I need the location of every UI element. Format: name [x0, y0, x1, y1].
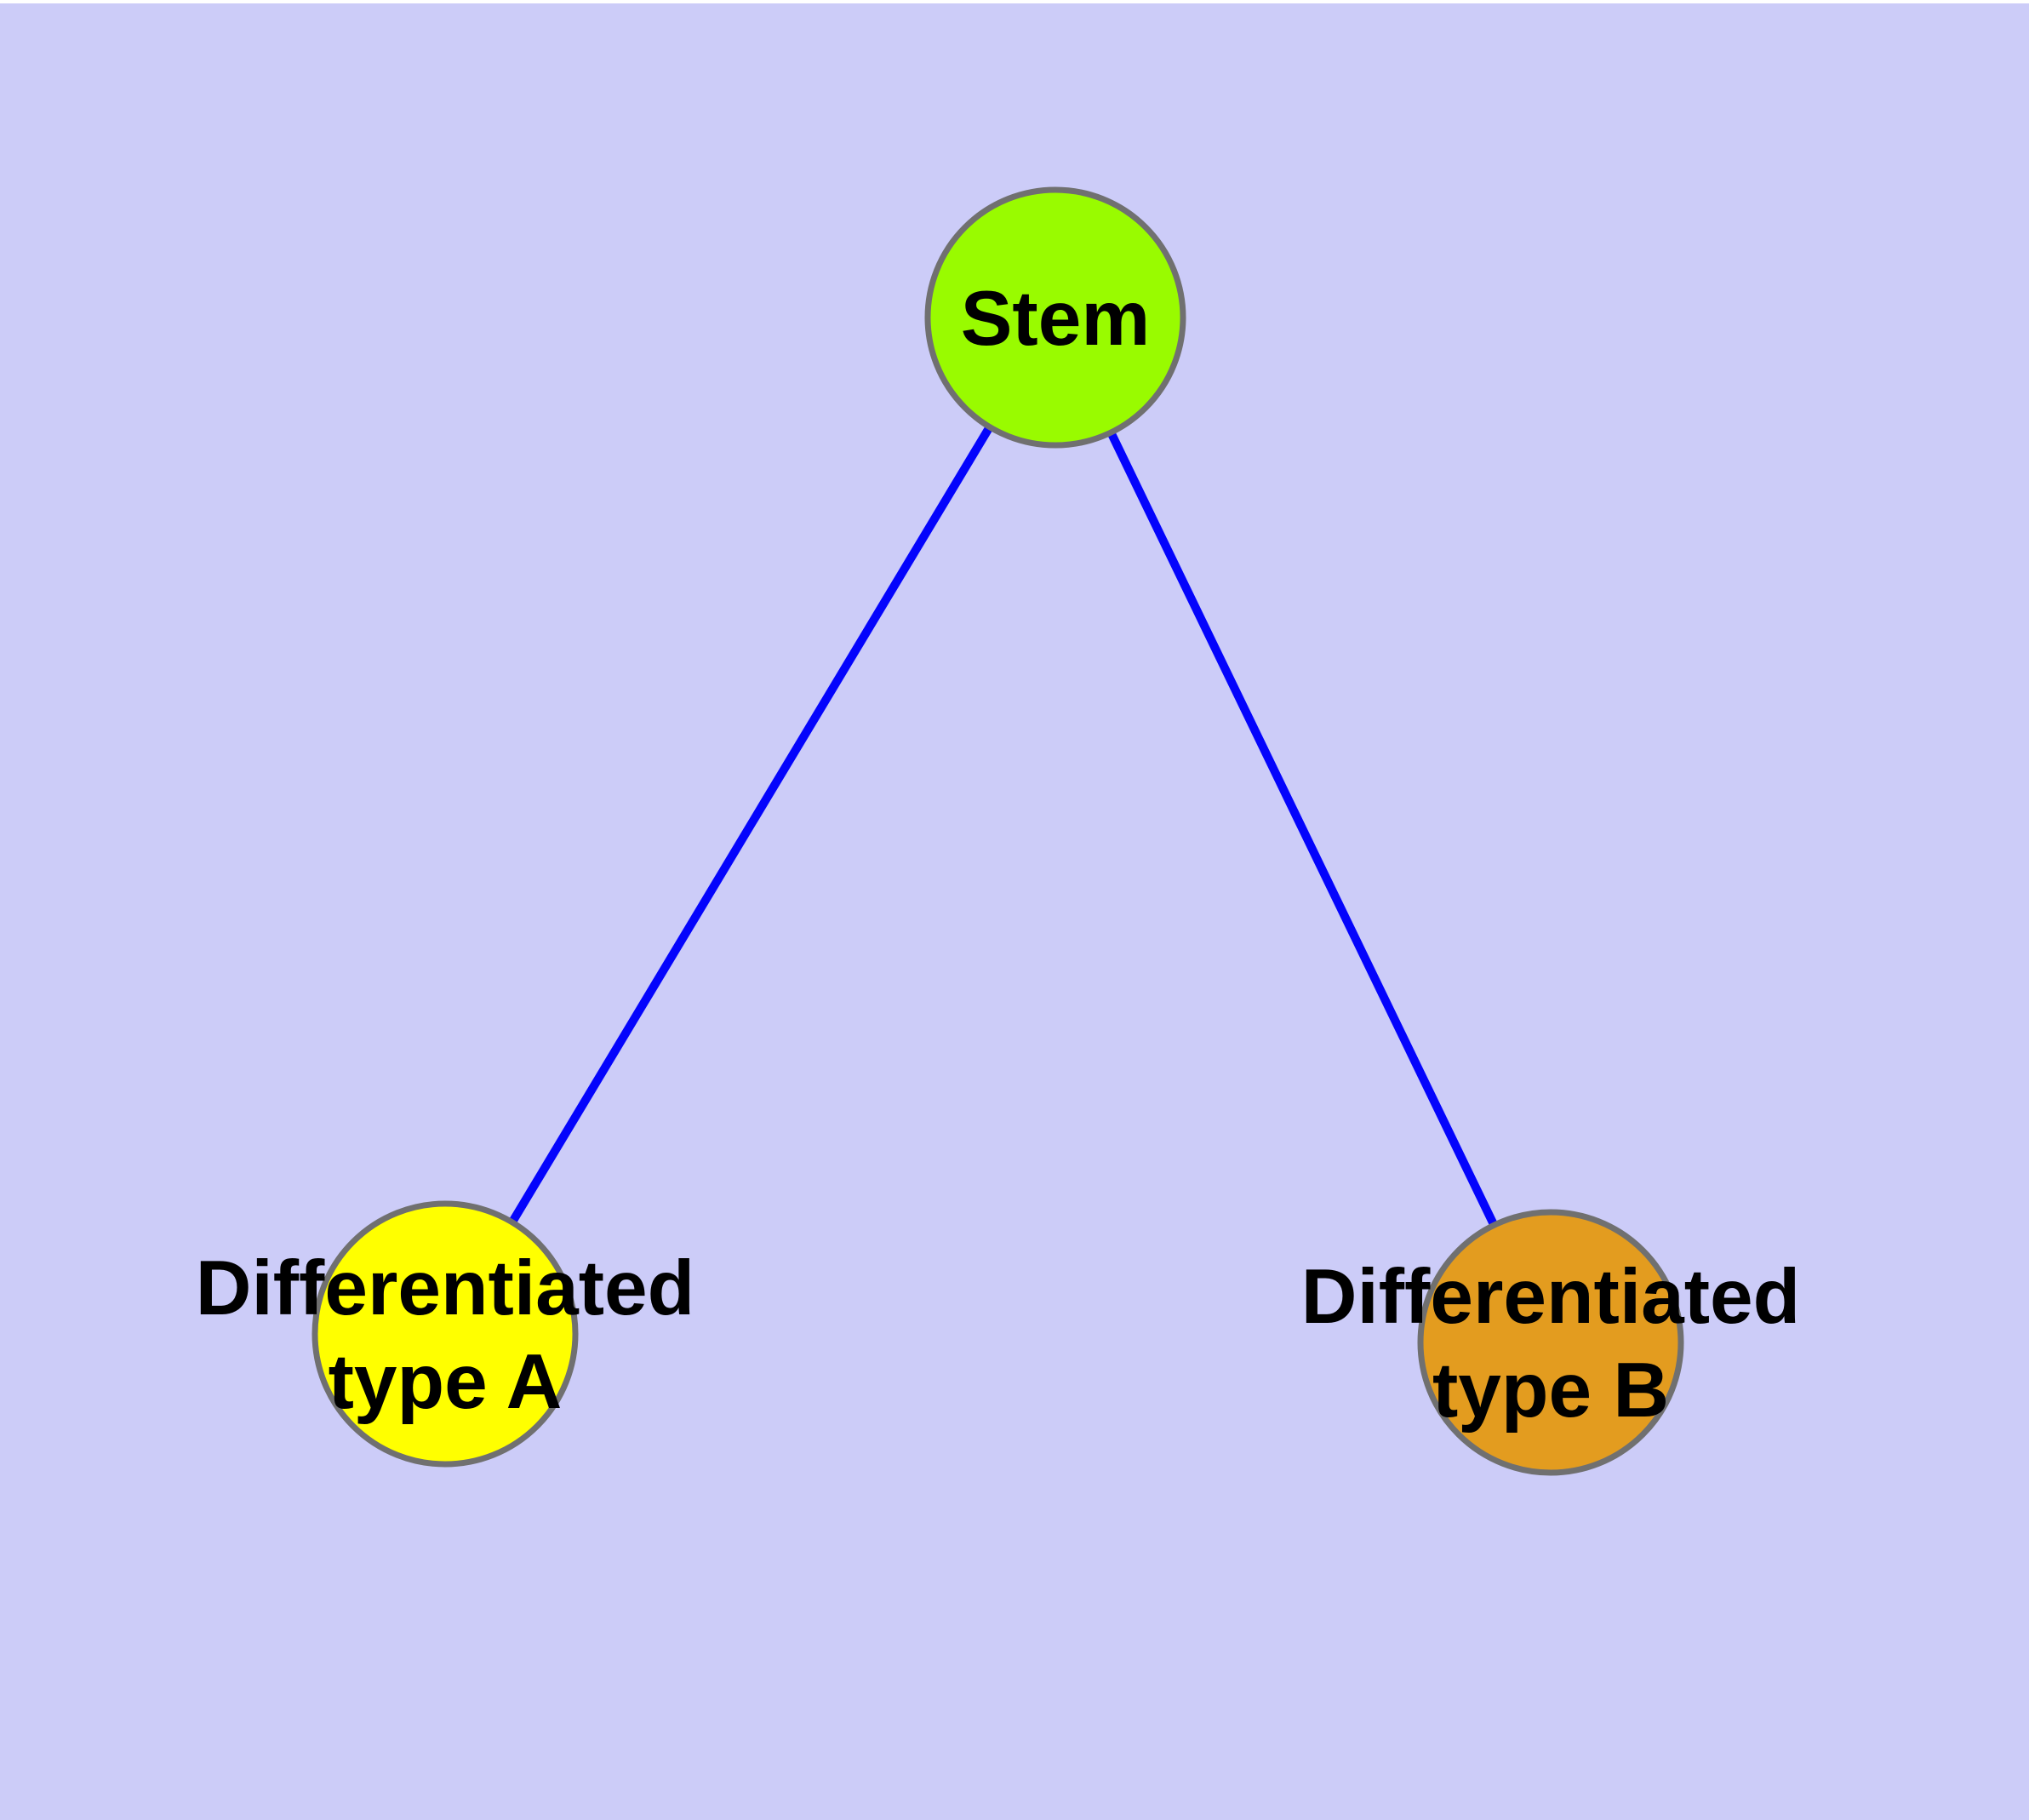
node-stem-circle — [924, 186, 1186, 449]
node-type-a: Differentiated type A — [196, 1200, 695, 1468]
edge-stem-to-type-b — [1051, 315, 1555, 1345]
node-type-a-circle — [311, 1200, 579, 1468]
node-stem-label: Stem — [961, 276, 1151, 362]
node-stem: Stem — [924, 186, 1186, 449]
node-type-b-label-line1: Differentiated — [1301, 1254, 1801, 1340]
node-type-a-label-line1: Differentiated — [196, 1245, 695, 1331]
node-type-b: Differentiated type B — [1301, 1209, 1801, 1476]
node-type-b-label-line2: type B — [1432, 1348, 1669, 1434]
node-type-b-circle — [1417, 1209, 1684, 1476]
node-type-a-label-line2: type A — [329, 1339, 563, 1425]
edge-stem-to-type-a — [441, 315, 1060, 1336]
